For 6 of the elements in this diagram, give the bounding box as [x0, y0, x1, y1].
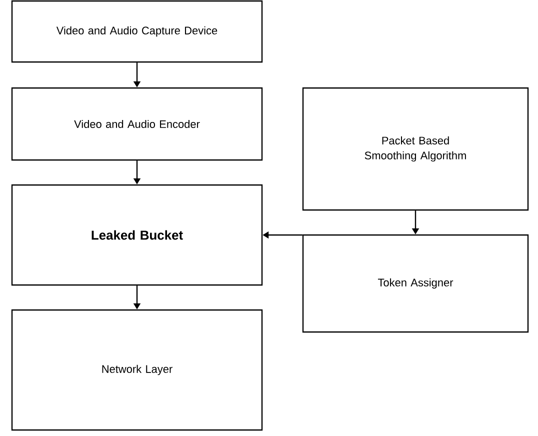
process-box: Video and Audio Encoder [11, 87, 263, 161]
process-box: Network Layer [11, 309, 263, 431]
process-box: Token Assigner [302, 234, 529, 333]
process-box: Packet Based Smoothing Algorithm [302, 87, 529, 211]
process-box: Video and Audio Capture Device [11, 0, 263, 63]
process-box: Leaked Bucket [11, 184, 263, 286]
